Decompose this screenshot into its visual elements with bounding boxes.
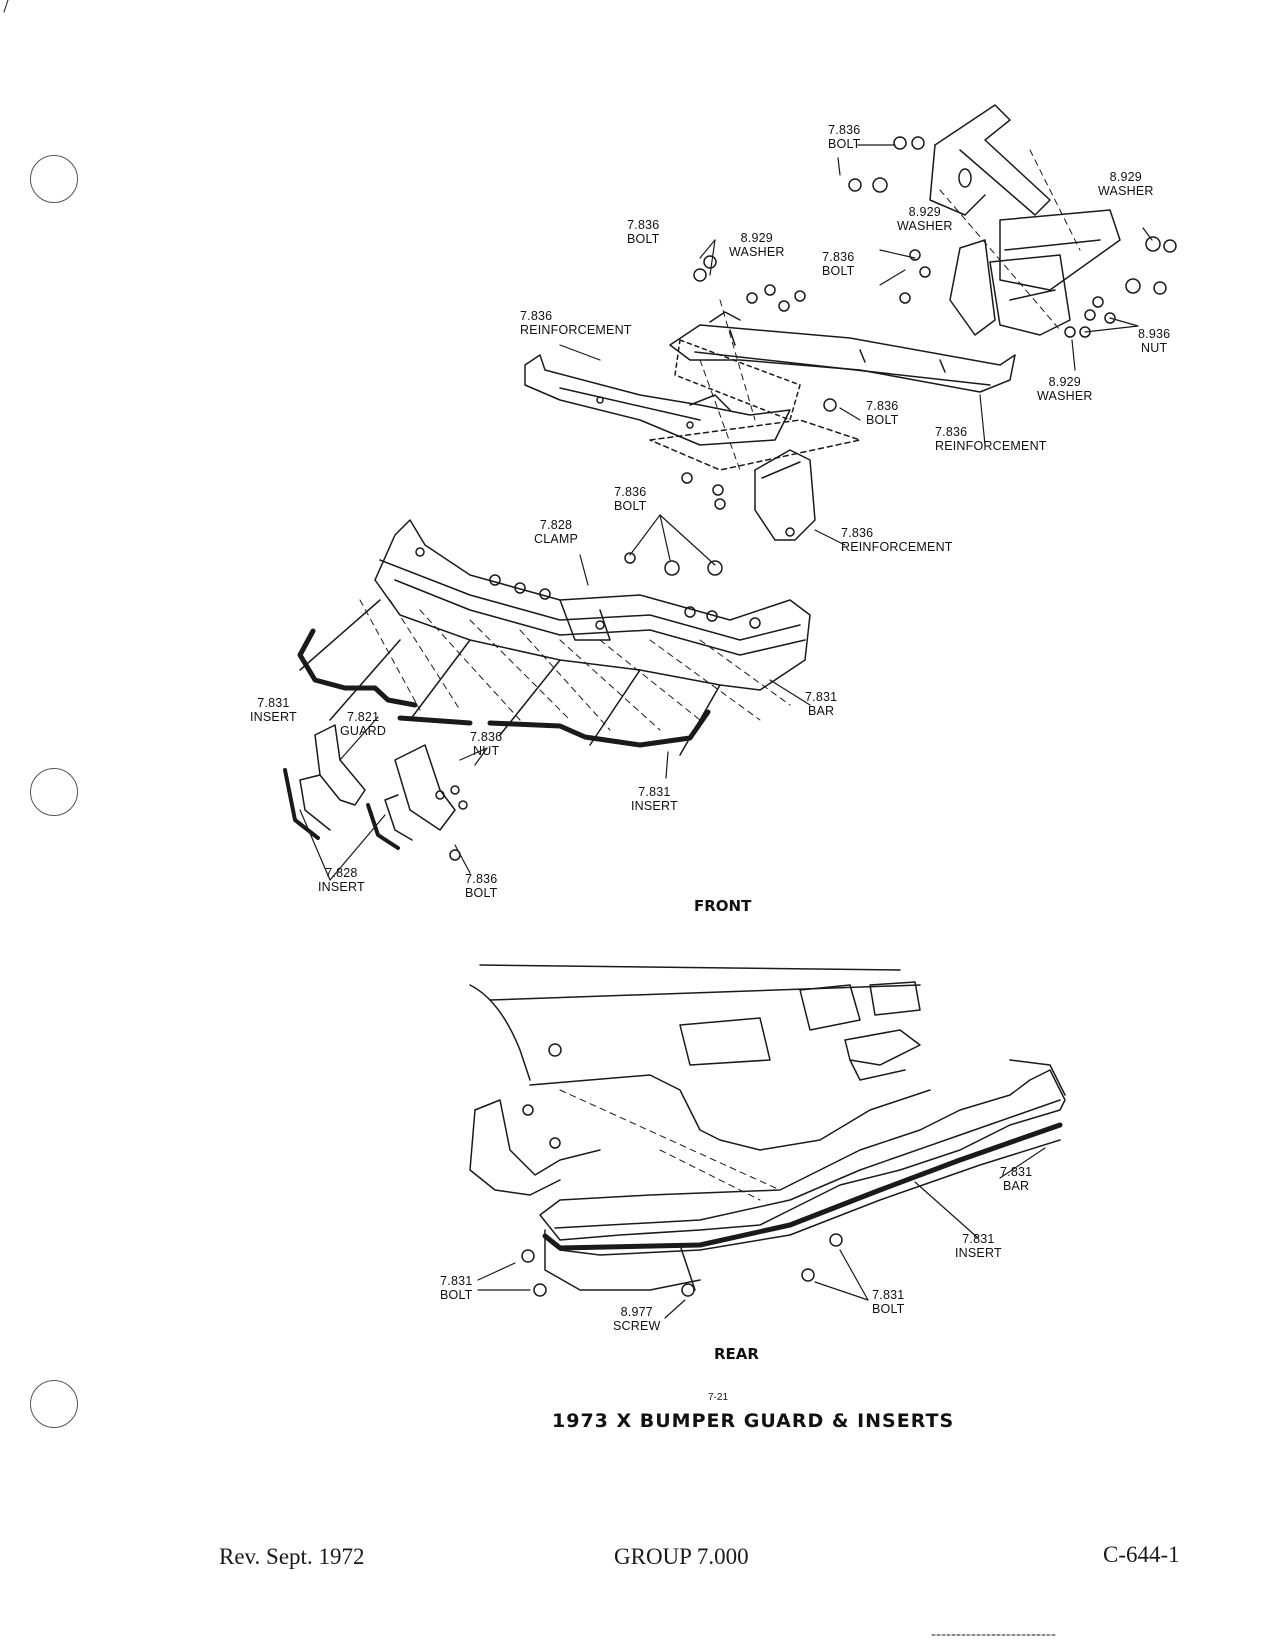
front-inserts-drawing (297, 628, 711, 748)
frame-rail-drawing (929, 104, 1121, 291)
upper-reinforcement-drawing (669, 311, 1016, 393)
page-title: 1973 X BUMPER GUARD & INSERTS (552, 1410, 955, 1432)
right-mounting-bracket-drawing (949, 239, 1071, 336)
front-caption: FRONT (694, 897, 752, 915)
plate-drawing (649, 339, 861, 471)
front-guards-drawing (283, 724, 468, 861)
binder-hole-middle (30, 768, 78, 816)
binder-hole-top (30, 155, 78, 203)
footer-group: GROUP 7.000 (614, 1544, 749, 1569)
hardware-drawing (624, 136, 1177, 576)
page-number: 7-21 (708, 1392, 729, 1403)
front-bumper-bar-drawing (299, 519, 811, 756)
rear-bumper-diagram (469, 964, 1066, 1319)
binder-hole-bottom (30, 1380, 78, 1428)
rear-caption: REAR (714, 1345, 759, 1363)
footer-revision: Rev. Sept. 1972 (219, 1544, 365, 1569)
left-reinforcement-drawing (524, 354, 791, 446)
lower-reinforcement-drawing (754, 449, 816, 541)
front-leader-lines (299, 144, 1153, 881)
footer-code: C-644-1 (1103, 1542, 1180, 1567)
